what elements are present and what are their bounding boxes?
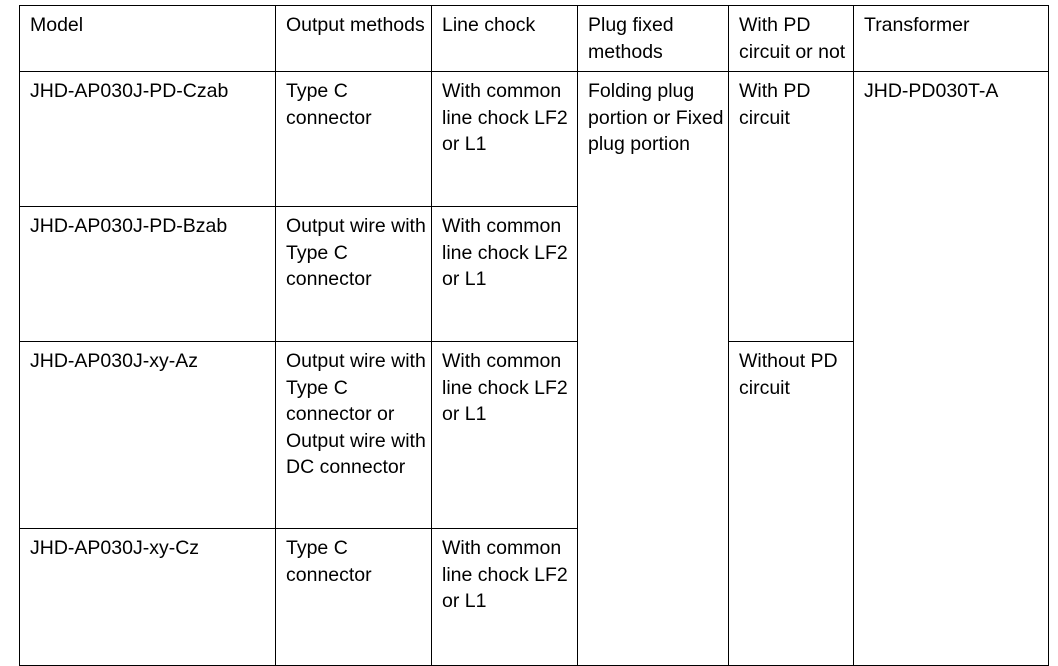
column-header-with-pd-circuit-or-not: With PD circuit or not bbox=[728, 5, 854, 72]
cell-model-value: JHD-AP030J-xy-Az bbox=[30, 350, 198, 372]
cell-with-pd-circuit: With PD circuit bbox=[728, 71, 854, 342]
cell-output-methods-value: Type C connector bbox=[286, 80, 372, 129]
column-header-line-chock: Line chock bbox=[431, 5, 578, 72]
column-header-output-methods-label: Output methods bbox=[286, 14, 425, 36]
cell-output-methods-value: Output wire with Type C connector bbox=[286, 215, 426, 290]
cell-model-value: JHD-AP030J-PD-Bzab bbox=[30, 215, 228, 237]
table-row: JHD-AP030J-xy-Az Output wire with Type C… bbox=[19, 341, 1049, 666]
spec-table-wrapper: Model Output methods Line chock Plug fix… bbox=[19, 5, 1049, 666]
cell-line-chock-value: With common line chock LF2 or L1 bbox=[442, 350, 568, 425]
cell-model: JHD-AP030J-xy-Cz bbox=[19, 528, 276, 666]
cell-model-value: JHD-AP030J-xy-Cz bbox=[30, 537, 200, 559]
cell-line-chock: With common line chock LF2 or L1 bbox=[431, 71, 578, 207]
cell-plug-fixed-methods: Folding plug portion or Fixed plug porti… bbox=[577, 71, 729, 666]
cell-model-value: JHD-AP030J-PD-Czab bbox=[30, 80, 229, 102]
column-header-line-chock-label: Line chock bbox=[442, 14, 536, 36]
column-header-transformer-label: Transformer bbox=[864, 14, 970, 36]
cell-line-chock: With common line chock LF2 or L1 bbox=[431, 528, 578, 666]
cell-model: JHD-AP030J-PD-Czab bbox=[19, 71, 276, 207]
cell-line-chock: With common line chock LF2 or L1 bbox=[431, 341, 578, 529]
cell-plug-fixed-methods-value: Folding plug portion or Fixed plug porti… bbox=[588, 80, 724, 155]
table-row: JHD-AP030J-PD-Bzab Output wire with Type… bbox=[19, 206, 1049, 342]
table-row: JHD-AP030J-xy-Cz Type C connector With c… bbox=[19, 528, 1049, 666]
cell-line-chock-value: With common line chock LF2 or L1 bbox=[442, 215, 568, 290]
cell-transformer-value: JHD-PD030T-A bbox=[864, 80, 999, 102]
column-header-with-pd-circuit-or-not-label: With PD circuit or not bbox=[739, 14, 846, 63]
cell-line-chock-value: With common line chock LF2 or L1 bbox=[442, 537, 568, 612]
column-header-plug-fixed-methods: Plug fixed methods bbox=[577, 5, 729, 72]
cell-without-pd-circuit-value: Without PD circuit bbox=[739, 350, 838, 399]
cell-model: JHD-AP030J-PD-Bzab bbox=[19, 206, 276, 342]
product-specification-table: Model Output methods Line chock Plug fix… bbox=[19, 5, 1049, 666]
cell-without-pd-circuit: Without PD circuit bbox=[728, 341, 854, 666]
column-header-output-methods: Output methods bbox=[275, 5, 432, 72]
cell-output-methods: Type C connector bbox=[275, 528, 432, 666]
column-header-model-label: Model bbox=[30, 14, 84, 36]
cell-output-methods: Output wire with Type C connector bbox=[275, 206, 432, 342]
column-header-plug-fixed-methods-label: Plug fixed methods bbox=[588, 14, 674, 63]
column-header-transformer: Transformer bbox=[853, 5, 1049, 72]
column-header-model: Model bbox=[19, 5, 276, 72]
cell-output-methods-value: Output wire with Type C connector or Out… bbox=[286, 350, 426, 478]
table-row: JHD-AP030J-PD-Czab Type C connector With… bbox=[19, 71, 1049, 666]
cell-output-methods: Output wire with Type C connector or Out… bbox=[275, 341, 432, 529]
table-header-row: Model Output methods Line chock Plug fix… bbox=[19, 5, 1049, 72]
cell-line-chock-value: With common line chock LF2 or L1 bbox=[442, 80, 568, 155]
cell-line-chock: With common line chock LF2 or L1 bbox=[431, 206, 578, 342]
cell-with-pd-circuit-value: With PD circuit bbox=[739, 80, 811, 129]
cell-output-methods: Type C connector bbox=[275, 71, 432, 207]
cell-model: JHD-AP030J-xy-Az bbox=[19, 341, 276, 529]
cell-output-methods-value: Type C connector bbox=[286, 537, 372, 586]
cell-transformer: JHD-PD030T-A bbox=[853, 71, 1049, 666]
